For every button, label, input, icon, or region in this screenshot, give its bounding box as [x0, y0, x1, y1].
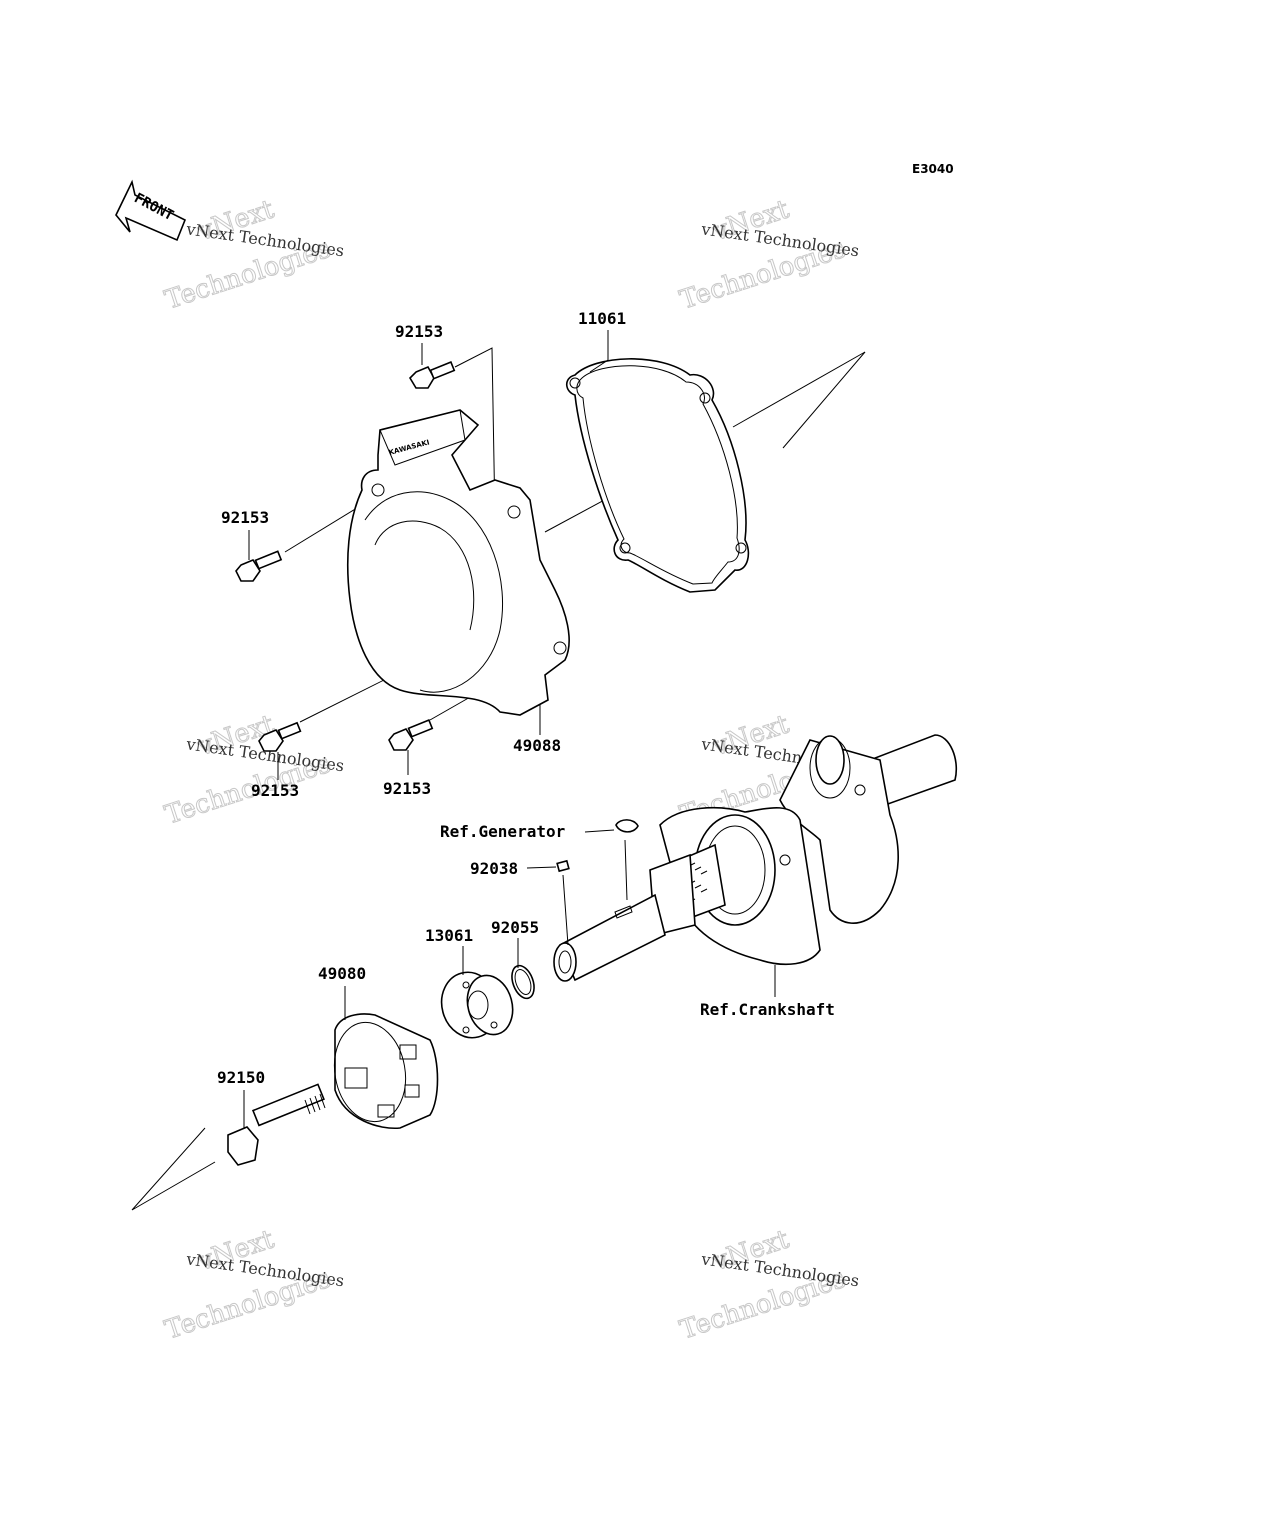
label-11061: 11061: [578, 309, 626, 328]
label-ref-generator: Ref.Generator: [440, 822, 565, 841]
bolt-92153-top-icon: [408, 361, 456, 389]
o-ring-92055-icon: [511, 964, 535, 1000]
diagram-code: E3040: [912, 162, 954, 176]
bolt-92153-left-icon: [235, 550, 283, 582]
label-92150: 92150: [217, 1068, 265, 1087]
key-92038-icon: [556, 859, 570, 946]
gasket-11061: [565, 358, 750, 593]
watermark-bottom-right: vNext Technologies vNext Technologies: [676, 1224, 860, 1346]
hub-13061: [440, 971, 514, 1039]
leader-lines: [243, 330, 776, 1128]
generator-key-icon: [615, 819, 639, 901]
bolt-92150-icon: [227, 1083, 326, 1166]
label-92038: 92038: [470, 859, 518, 878]
crankshaft: [553, 734, 957, 982]
front-arrow-icon: FRONT: [115, 179, 187, 242]
watermark-top-left: vNext Technologies vNext Technologies: [161, 194, 345, 316]
bolt-92153-bottom-left-icon: [258, 721, 302, 752]
label-92153-bottom-left: 92153: [251, 781, 299, 800]
label-92153-left: 92153: [221, 508, 269, 527]
watermark-mid-left: vNext Technologies vNext Technologies: [161, 709, 345, 831]
watermark-bottom-left: vNext Technologies vNext Technologies: [161, 1224, 345, 1346]
watermark-top-right: vNext Technologies vNext Technologies: [676, 194, 860, 316]
label-49080: 49080: [318, 964, 366, 983]
label-92153-bottom-mid: 92153: [383, 779, 431, 798]
pulley-49080: [333, 1013, 439, 1130]
recoil-starter-49088: KAWASAKI: [346, 409, 570, 716]
label-92055: 92055: [491, 918, 539, 937]
label-ref-crankshaft: Ref.Crankshaft: [700, 1000, 835, 1019]
label-92153-top: 92153: [395, 322, 443, 341]
bolt-92153-bottom-mid-icon: [388, 719, 434, 751]
label-13061: 13061: [425, 926, 473, 945]
label-49088: 49088: [513, 736, 561, 755]
